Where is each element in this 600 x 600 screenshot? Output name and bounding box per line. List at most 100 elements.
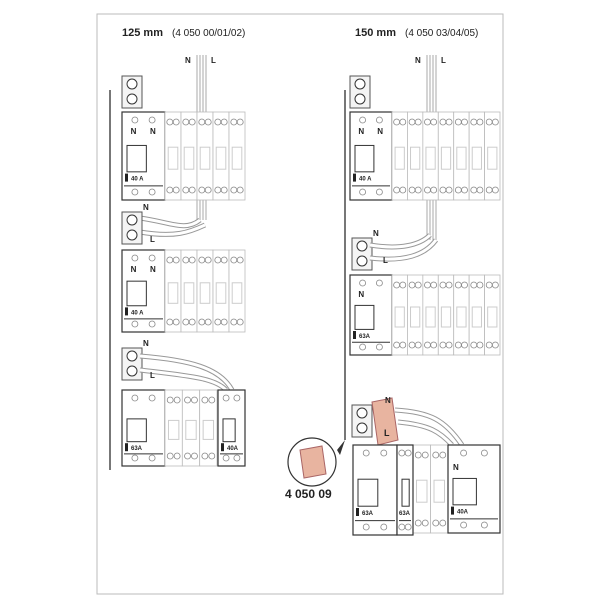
screw-icon (421, 451, 429, 459)
screw-icon (375, 343, 383, 351)
feed-label-l: L (441, 56, 446, 65)
screw-icon (172, 186, 180, 194)
terminal-label: N (150, 127, 156, 136)
screw-icon (432, 451, 440, 459)
screw-icon (461, 186, 468, 194)
breaker-toggle (167, 282, 179, 304)
breaker-toggle (231, 282, 243, 304)
breaker-module (196, 111, 214, 201)
screw-icon (236, 118, 244, 126)
screw-icon (445, 281, 453, 289)
comb-connector-icon (299, 445, 327, 479)
screw-icon (166, 452, 174, 460)
screw-icon (414, 519, 422, 527)
callout-pointer (337, 440, 345, 455)
terminal-label: N (150, 265, 156, 274)
screw-icon (454, 341, 462, 349)
screw-icon (233, 454, 241, 462)
screw-icon (359, 116, 367, 124)
screw-icon (230, 318, 238, 326)
screw-icon (230, 186, 238, 194)
screw-icon (172, 256, 180, 264)
screw-icon (439, 281, 447, 289)
terminal-screw-icon (126, 350, 138, 362)
screw-icon (445, 341, 453, 349)
residual-current-breaker (349, 274, 393, 356)
screw-icon (198, 118, 206, 126)
breaker-toggle (199, 146, 211, 170)
screw-icon (393, 118, 401, 126)
breaker-module (468, 111, 485, 201)
test-button (125, 173, 128, 182)
cable-l-inner (369, 239, 438, 261)
breaker-toggle (440, 306, 452, 328)
cable-label-n: N (373, 229, 379, 238)
screw-icon (399, 281, 407, 289)
breaker-module (484, 111, 501, 201)
screw-icon (236, 318, 244, 326)
screw-icon (414, 281, 422, 289)
screw-icon (399, 186, 407, 194)
breaker-module (212, 111, 230, 201)
screw-icon (188, 256, 196, 264)
breaker-toggle (199, 282, 211, 304)
terminal-screw-icon (126, 214, 138, 226)
screw-icon (359, 279, 367, 287)
screw-icon (424, 118, 431, 126)
screw-icon (148, 454, 156, 462)
breaker-module (430, 444, 449, 534)
rating-label: 63A (359, 334, 371, 340)
cable-n-inner (369, 233, 432, 249)
screw-icon (439, 341, 447, 349)
breaker-toggle (433, 479, 445, 503)
screw-icon (408, 281, 416, 289)
breaker-toggle (456, 306, 467, 328)
cable-label-n: N (385, 396, 391, 405)
screw-icon (204, 186, 212, 194)
cable-label-l: L (150, 371, 155, 380)
screw-icon (188, 318, 196, 326)
breaker-module (164, 111, 182, 201)
accessory-reference: 4 050 09 (285, 487, 332, 501)
cable-l-inner (139, 223, 206, 236)
screw-icon (201, 396, 209, 404)
screw-icon (404, 449, 412, 457)
screw-icon (414, 186, 422, 194)
screw-icon (208, 396, 216, 404)
screw-icon (166, 186, 174, 194)
screw-icon (148, 320, 156, 328)
residual-current-breaker (352, 444, 398, 536)
breaker-handle (401, 478, 410, 507)
screw-icon (188, 186, 196, 194)
screw-icon (375, 188, 383, 196)
screw-icon (432, 519, 440, 527)
screw-icon (166, 318, 174, 326)
terminal-screw-icon (356, 407, 368, 419)
circuit-breaker (217, 389, 246, 467)
breaker-toggle (183, 282, 195, 304)
test-button (353, 173, 356, 182)
screw-icon (393, 186, 401, 194)
rating-label: 40 A (359, 177, 372, 183)
terminal-label: N (453, 463, 459, 472)
test-button (221, 443, 224, 452)
screw-icon (470, 186, 478, 194)
screw-icon (408, 341, 416, 349)
terminal-label: N (358, 127, 364, 136)
feed-label-n: N (415, 56, 421, 65)
breaker-module (437, 111, 455, 201)
breaker-toggle (202, 419, 215, 440)
screw-icon (220, 256, 228, 264)
cable-label-l: L (384, 428, 390, 438)
screw-icon (131, 254, 139, 262)
page-frame (96, 13, 504, 595)
screw-icon (166, 396, 174, 404)
screw-icon (230, 118, 238, 126)
test-button (353, 331, 356, 339)
rating-label: 63A (399, 511, 411, 517)
breaker-toggle (215, 146, 227, 170)
breaker-module (422, 111, 439, 201)
test-button (451, 506, 454, 515)
breaker-toggle (394, 146, 405, 170)
